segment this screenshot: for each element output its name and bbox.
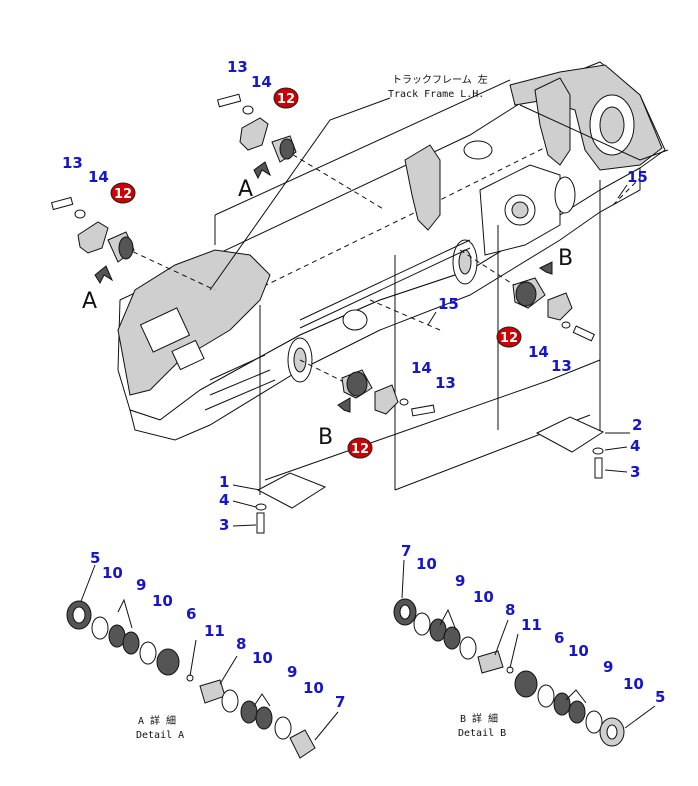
callout-6: 6 xyxy=(186,605,196,623)
callout-4: 4 xyxy=(630,437,640,455)
badge-12-lower: 12 xyxy=(347,437,373,459)
callout-8: 8 xyxy=(505,601,515,619)
detail-a-label-en: Detail A xyxy=(136,730,184,741)
callout-10: 10 xyxy=(416,555,437,573)
view-b-right-hardware xyxy=(512,261,595,342)
cover-plate-2 xyxy=(535,416,605,479)
callout-8: 8 xyxy=(236,635,246,653)
svg-text:12: 12 xyxy=(500,331,518,346)
view-a-upper-hardware xyxy=(216,93,297,180)
view-a-label-left: A xyxy=(82,289,97,314)
callout-7: 7 xyxy=(335,693,345,711)
highlight-callouts: 12 12 12 12 xyxy=(110,87,522,459)
callout-10: 10 xyxy=(102,564,123,582)
track-frame xyxy=(117,61,666,441)
callout-5: 5 xyxy=(90,549,100,567)
callout-5: 5 xyxy=(655,688,665,706)
callout-13: 13 xyxy=(435,374,456,392)
detail-a-exploded-parts xyxy=(66,564,316,759)
callout-13: 13 xyxy=(551,357,572,375)
callout-2: 2 xyxy=(632,416,642,434)
callout-10: 10 xyxy=(152,592,173,610)
callout-9: 9 xyxy=(455,572,465,590)
detail-b-exploded-parts xyxy=(393,598,625,747)
cover-plate-1 xyxy=(255,472,327,534)
svg-text:12: 12 xyxy=(351,442,369,457)
callout-14: 14 xyxy=(251,73,272,91)
callout-10: 10 xyxy=(252,649,273,667)
callout-10: 10 xyxy=(473,588,494,606)
callout-10: 10 xyxy=(303,679,324,697)
callout-9: 9 xyxy=(136,576,146,594)
callout-leader-lines xyxy=(189,184,656,741)
callout-4: 4 xyxy=(219,491,229,509)
callout-1: 1 xyxy=(219,473,229,491)
callout-14: 14 xyxy=(88,168,109,186)
detail-b-label-jp: B 詳 細 xyxy=(460,712,498,725)
svg-text:12: 12 xyxy=(277,92,295,107)
callout-15: 15 xyxy=(627,168,648,186)
callout-7: 7 xyxy=(401,542,411,560)
callout-11: 11 xyxy=(204,622,225,640)
callout-13: 13 xyxy=(227,58,248,76)
view-a-left-hardware xyxy=(50,196,135,285)
view-b-label-lower: B xyxy=(318,425,333,450)
callout-15: 15 xyxy=(438,295,459,313)
badge-12-left: 12 xyxy=(110,182,136,204)
frame-leader-line xyxy=(209,97,391,291)
callout-11: 11 xyxy=(521,616,542,634)
callout-13: 13 xyxy=(62,154,83,172)
callout-6: 6 xyxy=(554,629,564,647)
badge-12-upper: 12 xyxy=(273,87,299,109)
view-b-lower-hardware xyxy=(337,369,436,417)
view-a-label-upper: A xyxy=(238,177,253,202)
callout-3: 3 xyxy=(630,463,640,481)
callout-9: 9 xyxy=(287,663,297,681)
callout-9: 9 xyxy=(603,658,613,676)
callout-numbers: 13 14 13 14 15 15 14 13 14 13 2 4 3 1 4 … xyxy=(62,58,665,711)
callout-10: 10 xyxy=(623,675,644,693)
callout-3: 3 xyxy=(219,516,229,534)
svg-text:12: 12 xyxy=(114,187,132,202)
frame-label-en: Track Frame L.H. xyxy=(388,89,484,100)
callout-14: 14 xyxy=(528,343,549,361)
detail-b-label-en: Detail B xyxy=(458,728,506,739)
detail-a-label-jp: A 詳 細 xyxy=(138,714,176,727)
callout-14: 14 xyxy=(411,359,432,377)
callout-10: 10 xyxy=(568,642,589,660)
view-b-label-right: B xyxy=(558,246,573,271)
frame-label-jp: トラックフレーム 左 xyxy=(392,73,488,86)
badge-12-right: 12 xyxy=(496,326,522,348)
